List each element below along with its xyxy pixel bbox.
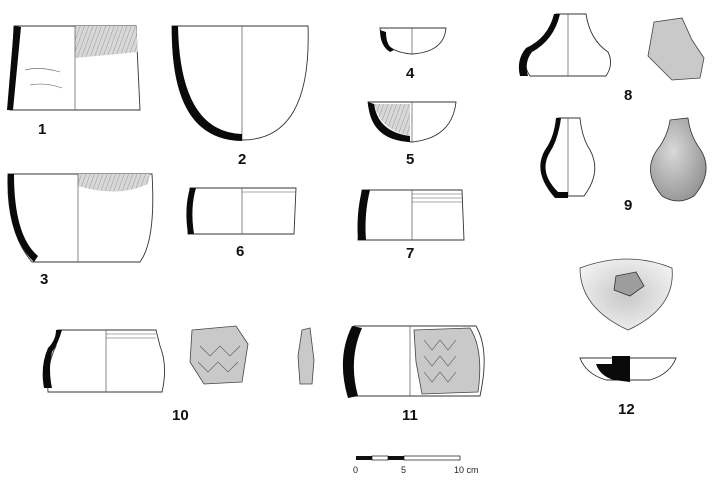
label-12: 12 xyxy=(618,401,635,418)
vessel-2-drawing xyxy=(171,25,309,141)
vessel-9-drawing xyxy=(540,117,707,202)
label-10: 10 xyxy=(172,407,189,424)
scale-tick-5: 5 xyxy=(401,465,406,475)
vessel-4-drawing xyxy=(379,27,447,55)
label-5: 5 xyxy=(406,151,414,168)
vessel-8-drawing xyxy=(518,13,705,81)
label-4: 4 xyxy=(406,65,415,82)
label-11: 11 xyxy=(402,407,418,424)
label-8: 8 xyxy=(624,87,632,104)
label-7: 7 xyxy=(406,245,414,262)
vessel-10-drawing xyxy=(42,325,315,393)
label-6: 6 xyxy=(236,243,244,260)
vessel-11-drawing xyxy=(342,325,485,398)
label-3: 3 xyxy=(40,271,48,288)
vessel-12-drawing xyxy=(579,258,677,382)
label-1: 1 xyxy=(38,121,46,138)
scale-bar: 0 5 10 cm xyxy=(353,455,479,475)
scale-tick-0: 0 xyxy=(353,465,358,475)
label-9: 9 xyxy=(624,197,632,214)
scale-tick-10: 10 cm xyxy=(454,465,479,475)
vessel-7-drawing xyxy=(357,189,465,241)
vessel-6-drawing xyxy=(186,187,297,235)
vessel-3-drawing xyxy=(7,173,154,263)
label-2: 2 xyxy=(238,151,246,168)
vessel-1-drawing xyxy=(7,25,141,111)
vessel-5-drawing xyxy=(367,101,457,143)
